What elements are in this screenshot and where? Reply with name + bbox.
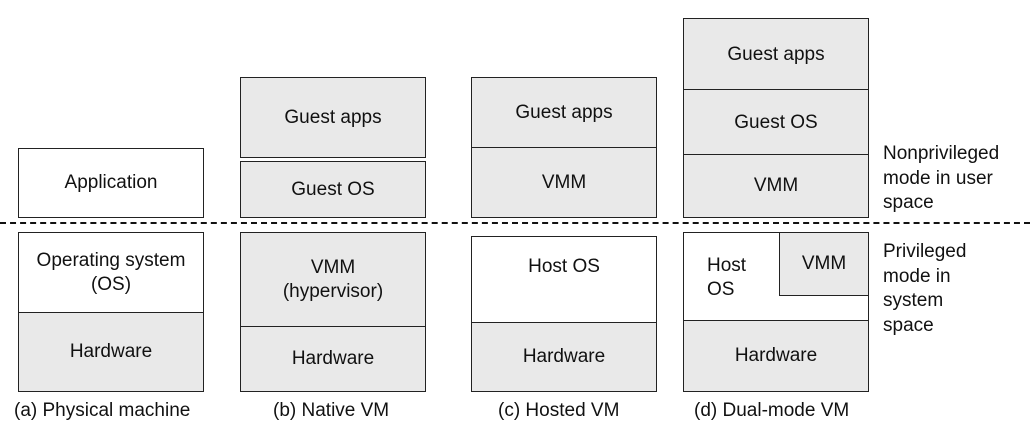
operating-system-label: Operating system (OS) bbox=[36, 250, 186, 295]
physical-hardware-label: Hardware bbox=[69, 341, 153, 362]
nonprivileged-mode-label: Nonprivileged mode in user space bbox=[883, 143, 1000, 213]
hosted-guest-apps-label: Guest apps bbox=[515, 102, 613, 123]
native-hardware-box: Hardware bbox=[240, 326, 426, 392]
caption-hosted-vm: (c) Hosted VM bbox=[498, 400, 620, 421]
dual-vmm-privileged-label: VMM bbox=[801, 253, 847, 274]
operating-system-box: Operating system (OS) bbox=[18, 232, 204, 314]
hosted-guest-apps-box: Guest apps bbox=[471, 77, 657, 149]
native-hardware-label: Hardware bbox=[291, 348, 375, 369]
native-guest-os-label: Guest OS bbox=[291, 178, 375, 200]
application-box: Application bbox=[18, 148, 204, 218]
dual-hardware-box: Hardware bbox=[683, 320, 869, 392]
hosted-host-os-box: Host OS bbox=[471, 236, 657, 324]
hosted-vmm-label: VMM bbox=[541, 171, 587, 193]
caption-physical-machine: (a) Physical machine bbox=[14, 400, 191, 421]
hosted-hardware-box: Hardware bbox=[471, 322, 657, 392]
privilege-boundary-line bbox=[0, 222, 1030, 224]
caption-dual-mode-vm: (d) Dual-mode VM bbox=[694, 400, 850, 421]
dual-guest-os-box: Guest OS bbox=[683, 89, 869, 156]
dual-vmm-privileged-box: VMM bbox=[779, 232, 869, 296]
native-guest-apps-label: Guest apps bbox=[284, 106, 382, 128]
dual-vmm-user-box: VMM bbox=[683, 154, 869, 218]
native-guest-os-box: Guest OS bbox=[240, 161, 426, 218]
dual-guest-apps-box: Guest apps bbox=[683, 18, 869, 91]
dual-guest-os-label: Guest OS bbox=[734, 111, 818, 133]
dual-guest-apps-label: Guest apps bbox=[727, 43, 825, 65]
native-vmm-label: VMM (hypervisor) bbox=[282, 257, 384, 302]
dual-vmm-user-label: VMM bbox=[753, 175, 799, 196]
application-label: Application bbox=[64, 172, 158, 193]
hosted-hardware-label: Hardware bbox=[522, 346, 606, 367]
hosted-host-os-label: Host OS bbox=[528, 256, 600, 277]
dual-hardware-label: Hardware bbox=[734, 345, 818, 366]
hosted-vmm-box: VMM bbox=[471, 147, 657, 218]
native-vmm-box: VMM (hypervisor) bbox=[240, 232, 426, 328]
native-guest-apps-box: Guest apps bbox=[240, 77, 426, 158]
dual-host-os-label: Host OS bbox=[707, 255, 747, 300]
caption-native-vm: (b) Native VM bbox=[273, 400, 390, 421]
physical-hardware-box: Hardware bbox=[18, 312, 204, 392]
privileged-mode-label: Privileged mode in system space bbox=[883, 241, 967, 336]
